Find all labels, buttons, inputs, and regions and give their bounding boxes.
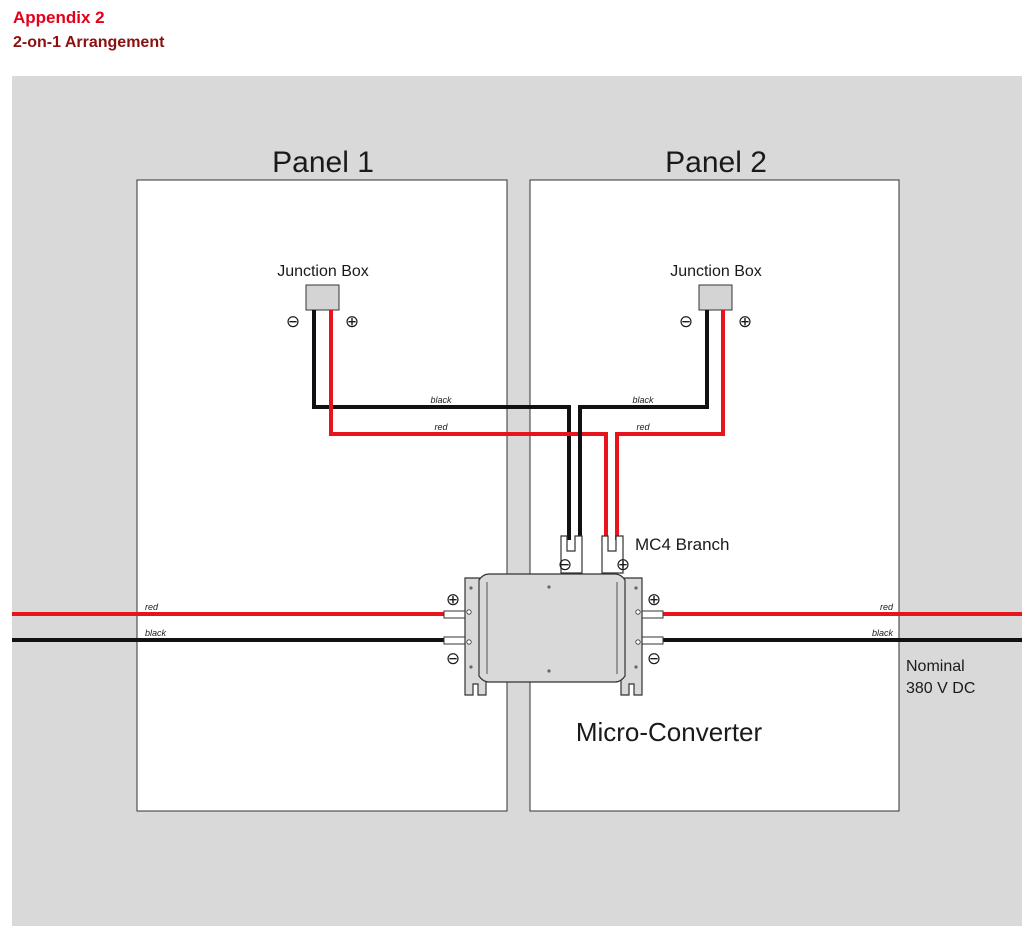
junction-box-2-label: Junction Box (670, 263, 762, 280)
junction-box-1 (305, 284, 340, 311)
bus-label-red-right: red (880, 602, 894, 612)
wire-label-red-2: red (636, 422, 650, 432)
jb1-minus-icon: ⊖ (286, 312, 300, 331)
wire-label-red-1: red (434, 422, 448, 432)
page-subtitle: 2-on-1 Arrangement (13, 34, 165, 51)
micro-converter-label: Micro-Converter (576, 717, 763, 747)
panel-2-title: Panel 2 (665, 146, 767, 179)
jb1-plus-icon: ⊕ (345, 312, 359, 331)
mc4-minus-icon: ⊖ (558, 555, 572, 574)
micro-converter (464, 573, 643, 696)
mc4-branch-positive (601, 535, 624, 574)
mc4-plus-icon: ⊕ (616, 555, 630, 574)
bus-label-red-left: red (145, 602, 159, 612)
plug-right-positive (640, 610, 664, 619)
panel-1-title: Panel 1 (272, 146, 374, 179)
bus-label-black-left: black (145, 628, 167, 638)
mc4-branch-label: MC4 Branch (635, 535, 729, 554)
plug-left-negative (443, 636, 467, 645)
jb2-red-cable (615, 310, 725, 540)
junction-box-1-label: Junction Box (277, 263, 369, 280)
plug-right-negative (640, 636, 664, 645)
bus-label-black-right: black (872, 628, 894, 638)
jb2-plus-icon: ⊕ (738, 312, 752, 331)
jb2-minus-icon: ⊖ (679, 312, 693, 331)
conv-right-plus-icon: ⊕ (647, 590, 661, 609)
conv-left-minus-icon: ⊖ (446, 649, 460, 668)
jb1-red-cable (329, 310, 608, 540)
mc4-branch-negative (560, 535, 583, 574)
junction-box-2 (698, 284, 733, 311)
jb1-black-cable (312, 310, 571, 540)
page-title: Appendix 2 (13, 8, 105, 27)
conv-right-minus-icon: ⊖ (647, 649, 661, 668)
plug-left-positive (443, 610, 467, 619)
wire-label-black-2: black (632, 395, 654, 405)
output-voltage-line2: 380 V DC (906, 680, 975, 697)
wire-label-black-1: black (430, 395, 452, 405)
conv-left-plus-icon: ⊕ (446, 590, 460, 609)
output-voltage-line1: Nominal (906, 658, 965, 675)
jb2-black-cable (578, 310, 709, 540)
